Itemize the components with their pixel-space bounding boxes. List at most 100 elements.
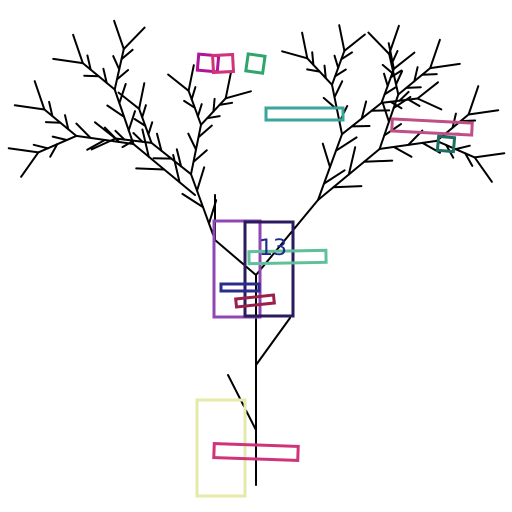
tree-branch [306, 68, 321, 73]
tree-branch [118, 83, 127, 105]
tree-branch [86, 54, 92, 71]
tree-branch [33, 80, 46, 111]
tree-branch [190, 86, 197, 101]
tree-branch [335, 136, 358, 152]
tree-branch [44, 121, 62, 124]
tree-branch [114, 129, 126, 141]
tree-branch [206, 115, 221, 120]
tree-branch [383, 72, 389, 87]
tree-branch [133, 118, 147, 127]
darkteal-small-box [435, 134, 457, 154]
tree-branch [281, 50, 309, 60]
pink-small-box [211, 52, 236, 75]
tree-branch [311, 51, 315, 66]
tree-branch [395, 70, 404, 86]
tree-branch [187, 64, 195, 92]
tree-branch [473, 152, 506, 159]
tree-branch [467, 85, 480, 116]
tree-branch [332, 185, 363, 189]
tree-branch [416, 81, 439, 100]
tree-branch [141, 104, 147, 119]
rose-box [390, 117, 474, 137]
tree-branch [429, 38, 441, 70]
tree-branch [381, 101, 390, 123]
tree-branch [132, 132, 144, 143]
tree-branch [106, 104, 125, 118]
teal-box [264, 106, 345, 122]
magenta-small-box [195, 52, 221, 74]
tree-branch [464, 152, 474, 167]
tree-branch [338, 24, 346, 52]
tree-branch [112, 55, 121, 71]
tree-branch [147, 121, 154, 136]
tree-branch [127, 110, 136, 132]
tree-branch [392, 51, 416, 70]
tree-branch [416, 97, 443, 111]
tree-branch [333, 80, 344, 99]
tree-branch [451, 112, 457, 129]
tree-branch [214, 239, 257, 276]
tree-branch [383, 86, 397, 96]
tree-branch [103, 126, 121, 143]
tree-branch [301, 31, 309, 60]
tree-branch [196, 166, 206, 192]
tree-branch [388, 24, 400, 55]
tree-branch [49, 143, 59, 158]
tree-branch [83, 74, 100, 78]
tree-branch [389, 100, 403, 110]
label-13: 13 [259, 236, 287, 261]
tree-branch [398, 90, 410, 102]
tree-branch [135, 167, 166, 171]
tree-branch [86, 139, 106, 151]
yellow-box [195, 398, 247, 498]
tree-branch [381, 63, 395, 76]
tree-branch [172, 154, 181, 184]
blue-small-box [219, 282, 261, 293]
navy-box [243, 220, 295, 318]
tree-branch [343, 33, 366, 52]
tree-branch [454, 144, 471, 151]
tree-branch [113, 19, 125, 50]
tree-branch [116, 69, 130, 81]
tree-branch [52, 57, 84, 65]
tree-branch [360, 100, 368, 120]
tree-branch [429, 62, 461, 70]
tree-branch [13, 104, 46, 111]
tree-branch [347, 146, 357, 176]
tree-branch [392, 146, 413, 158]
tree-branch [390, 50, 399, 66]
tree-branch [413, 66, 419, 83]
tree-branch [7, 147, 40, 154]
tree-branch [227, 374, 257, 431]
tree-branch [392, 95, 412, 110]
tree-branch [32, 143, 49, 150]
tree-branch [224, 71, 232, 100]
tree-branch [212, 97, 216, 113]
tree-branch [120, 48, 134, 61]
tree-branch [48, 100, 54, 118]
tree-branch [459, 119, 477, 123]
pink-box-trunk [212, 441, 300, 463]
tree-branch [141, 128, 150, 158]
tree-branch [421, 73, 438, 76]
tree-branch [72, 33, 84, 65]
tree-branch [321, 142, 331, 169]
tree-branch [102, 67, 108, 84]
tree-branch [187, 132, 197, 151]
tree-branch [334, 68, 347, 78]
tree-branch [156, 132, 163, 152]
green-small-box [244, 52, 267, 75]
tree-branch [323, 169, 346, 185]
tree-branch [196, 103, 203, 118]
violet-box [212, 219, 262, 319]
tree-branch [122, 26, 146, 50]
tree-branch [363, 159, 394, 163]
tree-branch [323, 64, 327, 80]
tree-branch [181, 192, 204, 209]
tree-branch [255, 317, 291, 366]
tree-branch [473, 156, 493, 183]
tree-branch [389, 69, 403, 79]
tree-branch [218, 101, 234, 106]
